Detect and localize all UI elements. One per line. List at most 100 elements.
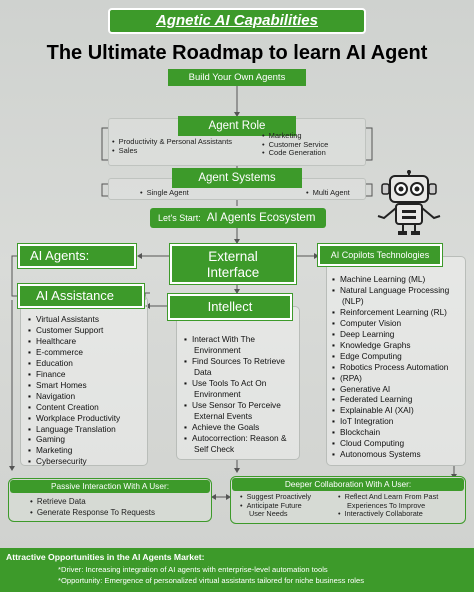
connector-role-right-bracket (366, 127, 373, 161)
list-item: Explainable AI (XAI) (332, 405, 464, 416)
list-item: Anticipate Future (240, 501, 330, 511)
list-item: Gaming (28, 434, 146, 445)
list-item: Achieve the Goals (184, 422, 298, 433)
list-item: Experiences To Improve (347, 500, 426, 510)
list-item: Computer Vision (332, 318, 464, 329)
list-item: Find Sources To Retrieve (184, 356, 298, 367)
arrow-to-passive-right (211, 494, 216, 500)
ecosystem-label: AI Agents Ecosystem (206, 212, 316, 224)
agent-systems-right: Multi Agent (306, 188, 366, 198)
arrow-build-role (234, 112, 240, 117)
assistance-title: AI Assistance (17, 283, 145, 309)
list-item: Data (194, 366, 212, 377)
list-item: Generate Response To Requests (30, 507, 210, 518)
list-item: IoT Integration (332, 416, 464, 427)
connector-agents-assistance (11, 255, 18, 297)
list-item: User Needs (249, 509, 288, 518)
copilots-list: Machine Learning (ML) Natural Language P… (332, 274, 464, 460)
ecosystem-prefix: Let's Start: (158, 213, 201, 223)
list-item: Retrieve Data (30, 496, 210, 507)
list-item: Robotics Process Automation (332, 362, 464, 373)
ecosystem-banner: Let's Start: AI Agents Ecosystem (150, 208, 326, 228)
list-item: Virtual Assistants (28, 314, 146, 325)
agent-role-right-list: Marketing Customer Service Code Generati… (262, 131, 364, 158)
list-item: Knowledge Graphs (332, 340, 464, 351)
external-interface-line2: Interface (206, 265, 260, 280)
list-item: Interact With The (184, 334, 298, 345)
arrow-to-deeper-left (226, 494, 231, 500)
list-item: Healthcare (28, 336, 146, 347)
list-item: Customer Support (28, 325, 146, 336)
passive-interaction-list: Retrieve Data Generate Response To Reque… (30, 496, 210, 518)
list-item: Multi Agent (306, 188, 366, 198)
list-item: E-commerce (28, 347, 146, 358)
footer-title: Attractive Opportunities in the AI Agent… (6, 552, 205, 562)
list-item: Interactively Collaborate (338, 509, 464, 519)
assistance-list: Virtual Assistants Customer Support Heal… (28, 314, 146, 467)
agent-systems-left: Single Agent (140, 188, 230, 198)
list-item: Deep Learning (332, 329, 464, 340)
external-interface-line1: External (208, 249, 258, 264)
list-item: Environment (194, 344, 241, 355)
passive-interaction-title: Passive Interaction With A User: (10, 480, 210, 493)
footer-opportunity: *Opportunity: Emergence of personalized … (58, 576, 365, 585)
list-item: Edge Computing (332, 351, 464, 362)
connector-systems-right-bracket (366, 183, 373, 197)
list-item: Machine Learning (ML) (332, 274, 464, 285)
list-item: External Events (194, 410, 253, 421)
arrow-to-agents (137, 253, 142, 259)
deeper-collaboration-left: Suggest Proactively Anticipate Future Us… (240, 492, 330, 519)
list-item: Workplace Productivity (28, 413, 146, 424)
build-banner: Build Your Own Agents (168, 69, 306, 86)
external-interface-box: External Interface (169, 243, 297, 285)
deeper-collaboration-title: Deeper Collaboration With A User: (232, 478, 464, 491)
robot-icon (377, 170, 441, 235)
agent-role-title: Agent Role (178, 116, 296, 136)
arrow-to-copilots (314, 253, 319, 259)
list-item: Single Agent (140, 188, 230, 198)
list-item: Productivity & Personal Assistants (112, 137, 262, 147)
intellect-title: Intellect (167, 293, 293, 321)
intellect-list: Interact With The Environment Find Sourc… (184, 334, 298, 454)
arrow-ecosystem-external (234, 239, 240, 244)
list-item: Navigation (28, 391, 146, 402)
list-item: Autocorrection: Reason & (184, 433, 298, 444)
list-item: Content Creation (28, 402, 146, 413)
list-item: Sales (112, 146, 262, 156)
list-item: Federated Learning (332, 394, 464, 405)
list-item: Code Generation (262, 148, 364, 158)
list-item: Reflect And Learn From Past (338, 492, 464, 502)
agent-systems-title: Agent Systems (172, 168, 302, 188)
agent-role-left-list: Productivity & Personal Assistants Sales (112, 137, 262, 156)
footer-panel: Attractive Opportunities in the AI Agent… (0, 548, 474, 592)
list-item: Cloud Computing (332, 438, 464, 449)
list-item: Blockchain (332, 427, 464, 438)
copilots-title: AI Copilots Technologies (317, 243, 443, 267)
list-item: (RPA) (332, 373, 464, 384)
list-item: Marketing (262, 131, 364, 141)
list-item: Customer Service (262, 140, 364, 150)
arrow-to-intellect (234, 289, 240, 294)
list-item: Use Tools To Act On (184, 378, 298, 389)
connector-systems-left-bracket (101, 183, 108, 197)
ai-agents-box: AI Agents: (17, 243, 137, 269)
list-item: Finance (28, 369, 146, 380)
top-banner: Agnetic AI Capabilities (108, 8, 366, 34)
deeper-collaboration-right: Reflect And Learn From Past Experiences … (338, 492, 464, 519)
list-item: Education (28, 358, 146, 369)
arrow-to-deeper (234, 468, 240, 473)
list-item: Autonomous Systems (332, 449, 464, 460)
list-item: Self Check (194, 443, 235, 454)
list-item: Reinforcement Learning (RL) (332, 307, 464, 318)
arrow-to-passive (9, 466, 15, 471)
list-item: Natural Language Processing (332, 285, 464, 296)
list-item: Cybersecurity (28, 456, 146, 467)
list-item: Smart Homes (28, 380, 146, 391)
connector-role-left-bracket (101, 127, 108, 161)
page-title: The Ultimate Roadmap to learn AI Agent (46, 42, 428, 64)
footer-driver: *Driver: Increasing integration of AI ag… (58, 565, 328, 574)
list-item: Language Translation (28, 424, 146, 435)
list-item: Use Sensor To Perceive (184, 400, 298, 411)
list-item: Generative AI (332, 384, 464, 395)
